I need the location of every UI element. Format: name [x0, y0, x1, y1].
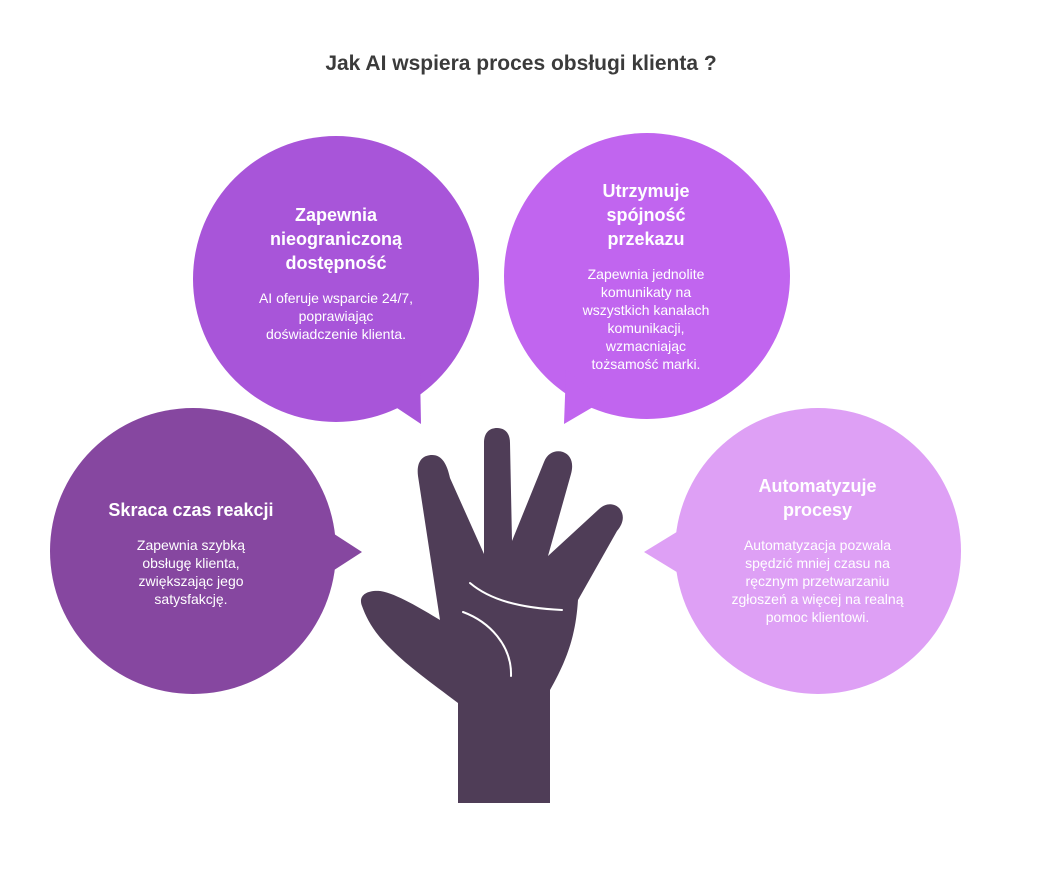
bubble-automation-text: Automatyzuje procesy Automatyzacja pozwa… — [730, 474, 905, 626]
bubble-availability-text: Zapewnia nieograniczoną dostępność AI of… — [246, 203, 426, 343]
bubble-response-time — [50, 408, 362, 694]
bubble-consistency-circle — [504, 133, 790, 419]
page-title: Jak AI wspiera proces obsługi klienta ? — [325, 52, 717, 75]
bubble-consistency-tail — [564, 370, 605, 424]
bubble-availability-tail — [385, 372, 421, 424]
bubble-consistency-heading: Utrzymuje spójność przekazu — [602, 181, 690, 249]
bubble-automation — [644, 408, 961, 694]
bubble-response-time-tail — [328, 530, 362, 574]
bubble-response-time-text: Skraca czas reakcji Zapewnia szybką obsł… — [96, 498, 286, 608]
bubble-availability-heading: Zapewnia nieograniczoną dostępność — [269, 205, 403, 273]
palm-line-upper — [469, 582, 563, 611]
hand-illustration — [360, 428, 623, 803]
bubble-automation-heading: Automatyzuje procesy — [758, 476, 877, 520]
bubble-response-time-circle — [50, 408, 336, 694]
bubble-response-time-description: Zapewnia szybką obsługę klienta, zwiększ… — [136, 537, 246, 607]
bubble-availability-description: AI oferuje wsparcie 24/7, poprawiając do… — [258, 290, 414, 342]
bubble-automation-description: Automatyzacja pozwala spędzić mniej czas… — [731, 537, 904, 625]
palm-line-lower — [462, 611, 513, 677]
bubble-consistency-text: Utrzymuje spójność przekazu Zapewnia jed… — [576, 179, 716, 373]
bubble-consistency-description: Zapewnia jednolite komunikaty na wszystk… — [582, 266, 710, 372]
bubble-automation-circle — [675, 408, 961, 694]
bubble-availability — [193, 136, 479, 424]
bubble-availability-circle — [193, 136, 479, 422]
bubble-response-time-heading: Skraca czas reakcji — [108, 500, 274, 520]
bubble-consistency — [504, 133, 790, 424]
bubble-automation-tail — [644, 530, 680, 574]
hand-palm — [360, 428, 623, 803]
